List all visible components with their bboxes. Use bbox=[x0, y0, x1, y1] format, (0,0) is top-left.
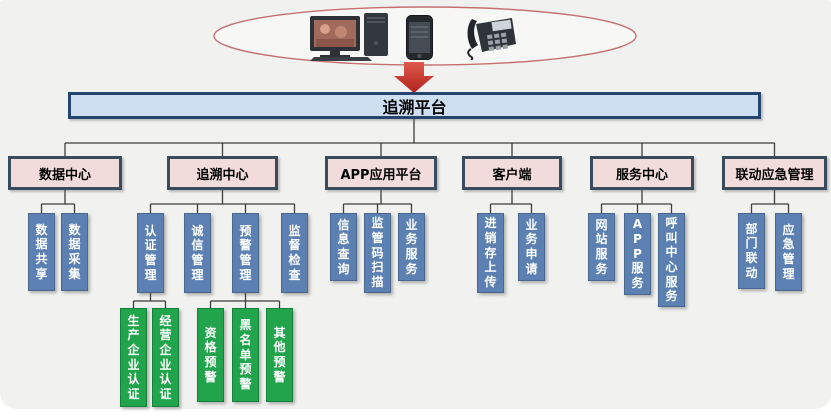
submodule-production-enterprise-cert: 生产企业认证 bbox=[120, 308, 147, 407]
module-label: 进销存上传 bbox=[484, 216, 497, 289]
smartphone-icon bbox=[406, 15, 433, 60]
module-data-collection: 数据采集 bbox=[61, 213, 88, 291]
module-label: 业务服务 bbox=[405, 217, 418, 276]
submodule-label: 黑名单预警 bbox=[239, 318, 252, 391]
branch-client: 客户端 bbox=[462, 156, 562, 190]
module-warning-management: 预警管理 bbox=[232, 213, 259, 293]
module-label: 网站服务 bbox=[595, 217, 608, 276]
module-supervision-inspection: 监督检查 bbox=[281, 213, 308, 293]
module-label: 监督检查 bbox=[288, 223, 301, 282]
branch-emergency-management: 联动应急管理 bbox=[722, 156, 827, 190]
module-business-service: 业务服务 bbox=[398, 213, 425, 281]
module-label: 认证管理 bbox=[144, 223, 157, 282]
module-label: APP服务 bbox=[631, 217, 644, 290]
module-data-sharing: 数据共享 bbox=[28, 213, 55, 291]
module-label: 信息查询 bbox=[337, 217, 350, 276]
module-label: 诚信管理 bbox=[191, 223, 204, 282]
module-inventory-upload: 进销存上传 bbox=[477, 213, 504, 293]
module-label: 数据共享 bbox=[35, 222, 48, 281]
module-label: 预警管理 bbox=[239, 223, 252, 282]
module-emergency-management: 应急管理 bbox=[775, 213, 802, 291]
submodule-label: 生产企业认证 bbox=[127, 313, 140, 401]
branch-app-platform: APP应用平台 bbox=[325, 156, 437, 190]
module-integrity-management: 诚信管理 bbox=[184, 213, 211, 293]
submodule-label: 其他预警 bbox=[273, 325, 286, 384]
module-label: 监管码扫描 bbox=[371, 216, 384, 289]
module-website-service: 网站服务 bbox=[588, 213, 615, 281]
module-certification-management: 认证管理 bbox=[137, 213, 164, 293]
module-info-query: 信息查询 bbox=[330, 213, 357, 281]
submodule-other-warning: 其他预警 bbox=[266, 308, 293, 402]
module-label: 业务申请 bbox=[525, 217, 538, 276]
submodule-qualification-warning: 资格预警 bbox=[197, 308, 224, 402]
module-app-service: APP服务 bbox=[624, 213, 651, 295]
module-label: 数据采集 bbox=[68, 222, 81, 281]
platform-banner: 追溯平台 bbox=[68, 92, 761, 119]
submodule-label: 资格预警 bbox=[204, 325, 217, 384]
branch-service-center: 服务中心 bbox=[590, 156, 694, 190]
submodule-operating-enterprise-cert: 经营企业认证 bbox=[152, 308, 179, 407]
module-call-center-service: 呼叫中心服务 bbox=[658, 213, 685, 307]
module-business-application: 业务申请 bbox=[518, 213, 545, 281]
module-department-linkage: 部门联动 bbox=[738, 213, 765, 289]
branch-data-center: 数据中心 bbox=[8, 156, 122, 190]
desk-phone-icon bbox=[467, 18, 516, 60]
module-supervision-code-scan: 监管码扫描 bbox=[364, 213, 391, 293]
submodule-blacklist-warning: 黑名单预警 bbox=[232, 308, 259, 402]
submodule-label: 经营企业认证 bbox=[159, 313, 172, 401]
module-label: 应急管理 bbox=[782, 222, 795, 281]
module-label: 部门联动 bbox=[745, 221, 758, 280]
module-label: 呼叫中心服务 bbox=[665, 216, 678, 304]
branch-trace-center: 追溯中心 bbox=[167, 156, 278, 190]
computer-icon bbox=[310, 13, 388, 61]
